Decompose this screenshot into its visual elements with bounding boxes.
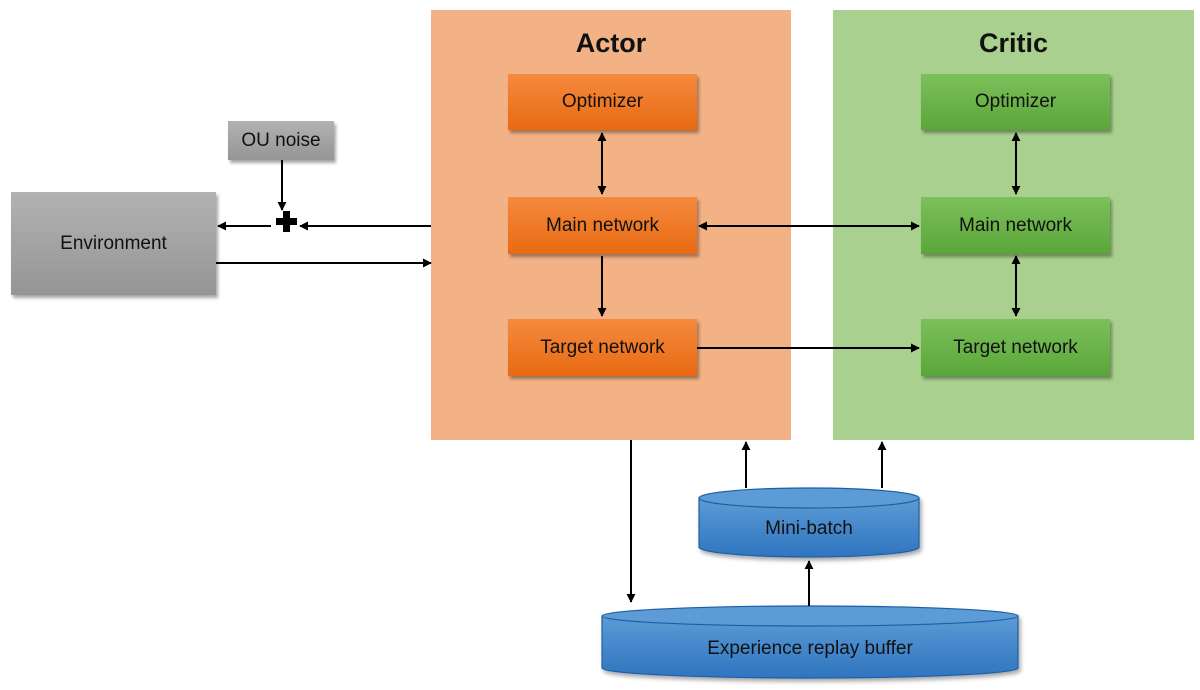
mini-batch-label: Mini-batch: [765, 518, 853, 539]
mini-batch-cylinder: [698, 487, 920, 558]
environment-node: Environment: [11, 192, 216, 295]
critic-optimizer-label: Optimizer: [974, 91, 1057, 112]
ou-noise-node: OU noise: [228, 121, 334, 160]
actor-target-network-label: Target network: [540, 336, 665, 358]
critic-optimizer-node: Optimizer: [921, 74, 1110, 130]
actor-main-network-label: Main network: [546, 214, 659, 236]
actor-main-network-node: Main network: [508, 197, 697, 254]
actor-panel-title: Actor: [575, 28, 647, 58]
actor-target-network-node: Target network: [508, 319, 697, 376]
plus-icon: [276, 211, 297, 232]
critic-main-network-label: Main network: [959, 214, 1072, 236]
actor-optimizer-label: Optimizer: [561, 91, 644, 112]
critic-target-network-node: Target network: [921, 319, 1110, 376]
environment-label: Environment: [60, 232, 167, 254]
critic-main-network-node: Main network: [921, 197, 1110, 254]
critic-target-network-label: Target network: [953, 336, 1078, 358]
ou-noise-label: OU noise: [241, 129, 321, 151]
actor-optimizer-node: Optimizer: [508, 74, 697, 130]
experience-replay-buffer-label: Experience replay buffer: [707, 638, 913, 659]
critic-panel-title: Critic: [978, 28, 1049, 58]
